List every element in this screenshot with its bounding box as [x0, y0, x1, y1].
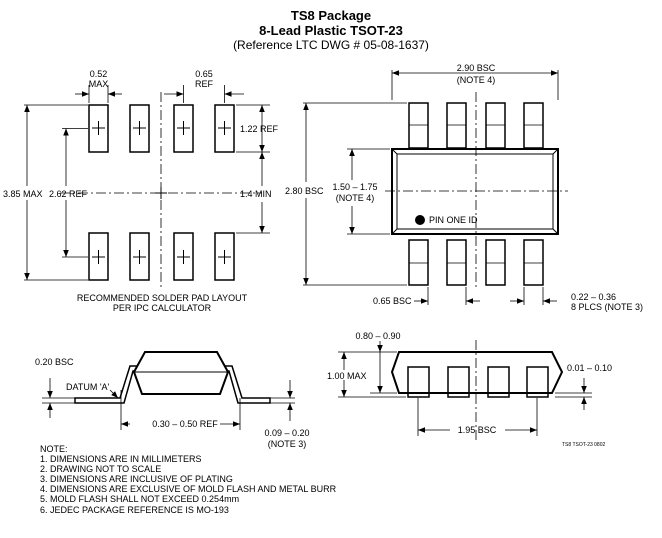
note-item: 1. DIMENSIONS ARE IN MILLIMETERS: [40, 454, 202, 465]
note-item: 2. DRAWING NOT TO SCALE: [40, 464, 162, 475]
body-width-dim: 1.50 – 1.75: [332, 182, 377, 192]
span-dim: 1.95 BSC: [458, 425, 497, 435]
side-body: [132, 351, 230, 395]
lead: [485, 239, 506, 286]
body-width-note: (NOTE 4): [336, 193, 375, 203]
end-body: [390, 351, 564, 394]
width-dim: 2.80 BSC: [285, 186, 324, 196]
thickness-dim: 0.09 – 0.20: [264, 428, 309, 438]
pad-layout-caption-sub: PER IPC CALCULATOR: [113, 303, 212, 313]
note-item: 4. DIMENSIONS ARE EXCLUSIVE OF MOLD FLAS…: [40, 484, 337, 495]
top-view: [303, 70, 568, 305]
thickness-note: (NOTE 3): [268, 439, 307, 449]
lead: [446, 102, 467, 149]
gauge-dim: 0.20 BSC: [35, 357, 74, 367]
lead-foot: [526, 366, 549, 398]
lead-width-note: 8 PLCS (NOTE 3): [571, 302, 643, 312]
lead-width-dim: 0.22 – 0.36: [571, 292, 616, 302]
lead: [523, 239, 544, 286]
package-reference: (Reference LTC DWG # 05-08-1637): [233, 38, 429, 52]
package-title: TS8 Package: [290, 8, 372, 23]
pad-length-dim: 1.22 REF: [240, 124, 279, 134]
overall-dim: 3.85 MAX: [3, 189, 43, 199]
length-dim: 2.90 BSC: [457, 63, 496, 73]
lead-foot: [447, 366, 470, 398]
pin-one-dot: [415, 215, 425, 225]
notes-block: NOTE: 1. DIMENSIONS ARE IN MILLIMETERS 2…: [40, 444, 336, 515]
lead-pitch-dim: 0.65 BSC: [373, 296, 412, 306]
foot-dim: 0.30 – 0.50 REF: [152, 419, 218, 429]
lead: [446, 239, 467, 286]
end-view-labels: 0.80 – 0.90 1.00 MAX 0.01 – 0.10 1.95 BS…: [327, 331, 612, 448]
datum-label: DATUM 'A': [66, 382, 110, 392]
note-item: 6. JEDEC PACKAGE REFERENCE IS MO-193: [40, 504, 229, 515]
lead: [408, 102, 429, 149]
lead: [408, 239, 429, 286]
body-height-dim: 0.80 – 0.90: [355, 331, 400, 341]
lead: [523, 102, 544, 149]
pad-pitch-dim: 0.65: [195, 69, 213, 79]
notes-heading: NOTE:: [40, 444, 68, 454]
standoff-dim: 0.01 – 0.10: [567, 363, 612, 373]
pad-layout-caption: RECOMMENDED SOLDER PAD LAYOUT: [77, 293, 248, 303]
gap-dim: 1.4 MIN: [240, 189, 272, 199]
drawing-id: TS8 TSOT-23 0802: [562, 442, 605, 448]
lead-foot: [407, 366, 430, 398]
pad-width-sub: MAX: [89, 79, 109, 89]
side-view-labels: 0.20 BSC DATUM 'A' 0.30 – 0.50 REF 0.09 …: [35, 357, 310, 449]
top-view-labels: 2.90 BSC (NOTE 4) 2.80 BSC 1.50 – 1.75 (…: [285, 63, 643, 312]
note-item: 5. MOLD FLASH SHALL NOT EXCEED 0.254mm: [40, 494, 240, 505]
pin-one-label: PIN ONE ID: [429, 215, 478, 225]
note-item: 3. DIMENSIONS ARE INCLUSIVE OF PLATING: [40, 474, 233, 485]
pad-width-dim: 0.52: [90, 69, 108, 79]
max-height-dim: 1.00 MAX: [327, 371, 367, 381]
pad-span-dim: 2.62 REF: [49, 189, 88, 199]
lead: [485, 102, 506, 149]
end-view: [338, 340, 592, 440]
package-subtitle: 8-Lead Plastic TSOT-23: [259, 23, 403, 38]
pad-pitch-sub: REF: [195, 79, 214, 89]
solder-pad-labels: 0.52 MAX 0.65 REF 1.22 REF 3.85 MAX 2.62…: [3, 69, 279, 313]
side-view: [42, 351, 295, 430]
solder-pad-layout: [24, 85, 270, 290]
length-note: (NOTE 4): [457, 75, 496, 85]
lead-foot: [487, 366, 510, 398]
